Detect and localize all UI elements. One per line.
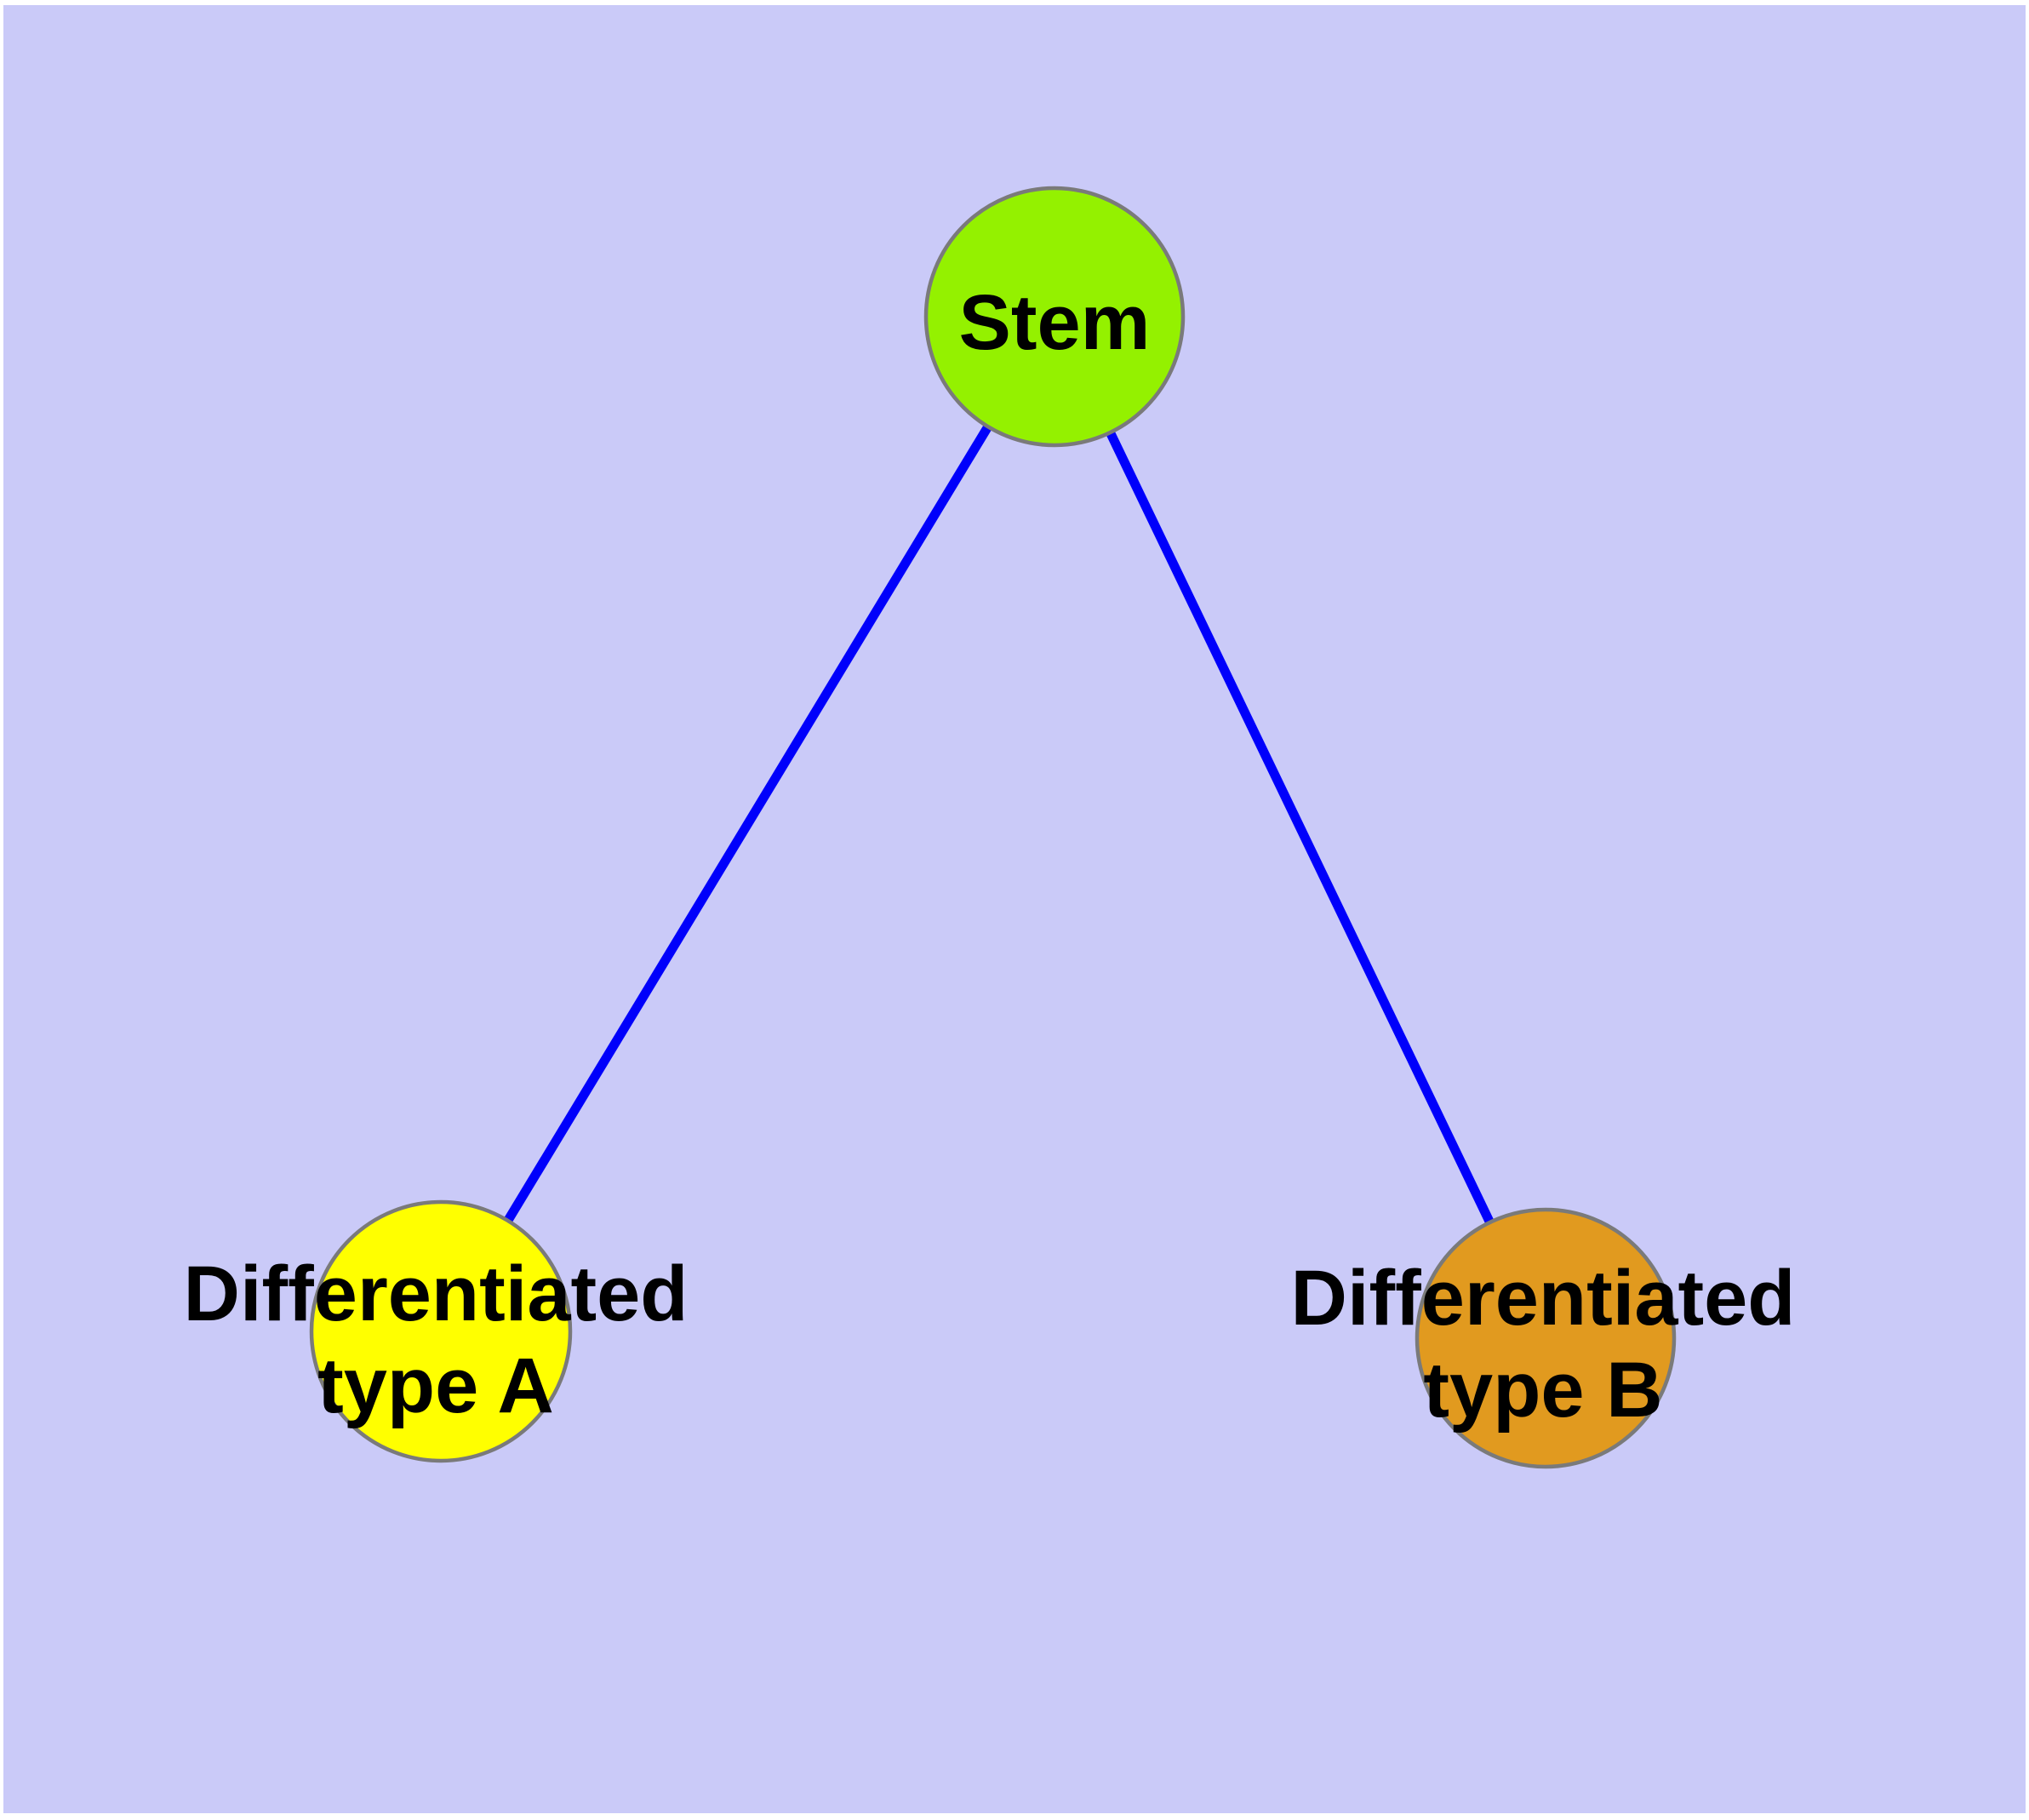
node-stem-label: Stem	[959, 279, 1151, 366]
node-stem	[923, 186, 1186, 448]
edge-stem-to-type-b	[1050, 314, 1550, 1341]
node-type-a-label-line1: Differentiated	[184, 1251, 689, 1337]
node-differentiated-type-a	[309, 1199, 573, 1463]
edge-stem-to-type-a	[437, 314, 1059, 1334]
node-type-b-label-line2: type B	[1423, 1347, 1662, 1434]
node-differentiated-type-b	[1415, 1207, 1677, 1469]
node-type-a-label-line2: type A	[317, 1342, 554, 1429]
node-type-b-label-line1: Differentiated	[1291, 1255, 1796, 1342]
